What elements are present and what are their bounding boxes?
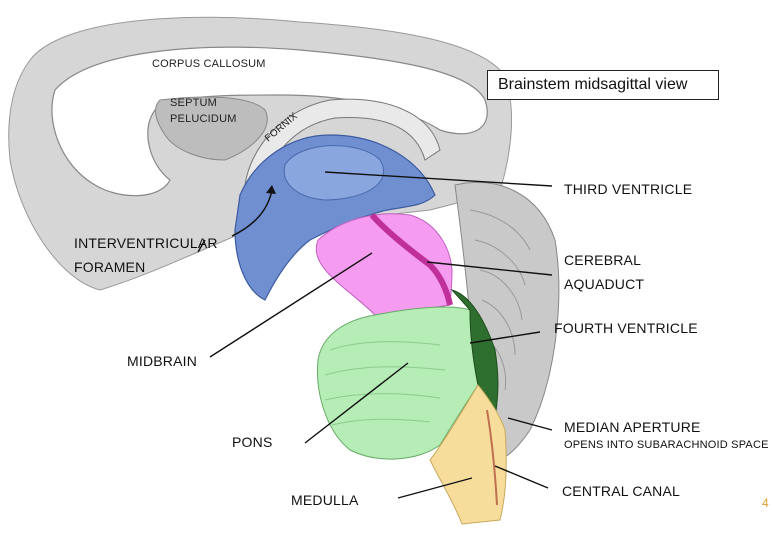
- label-corpus-callosum: CORPUS CALLOSUM: [152, 58, 266, 70]
- label-median-aperture: MEDIAN APERTURE: [564, 419, 701, 435]
- label-pons: PONS: [232, 434, 273, 450]
- medulla-shape: [429, 384, 507, 525]
- septum-pellucidum-shape: [154, 96, 268, 161]
- diagram-title: Brainstem midsagittal view: [487, 70, 719, 100]
- label-cerebral-aquaduct-line1: CEREBRAL: [564, 252, 642, 268]
- label-septum-line2: PELUCIDUM: [170, 113, 237, 125]
- corner-mark: 4: [762, 496, 769, 510]
- leader-lines: [197, 171, 553, 499]
- label-midbrain: MIDBRAIN: [127, 353, 198, 369]
- label-interventricular-line1: INTERVENTRICULAR: [74, 235, 218, 251]
- label-septum-line1: SEPTUM: [170, 97, 218, 109]
- central-canal-shape: [486, 409, 498, 506]
- label-third-ventricle: THIRD VENTRICLE: [564, 181, 693, 197]
- label-medulla: MEDULLA: [291, 492, 359, 508]
- label-central-canal: CENTRAL CANAL: [562, 483, 680, 499]
- label-interventricular-line2: FORAMEN: [74, 259, 146, 275]
- label-fourth-ventricle: FOURTH VENTRICLE: [554, 320, 698, 336]
- pons-fibers: [324, 341, 446, 426]
- aqueduct-shape: [369, 213, 453, 306]
- label-median-aperture-note: OPENS INTO SUBARACHNOID SPACE: [564, 439, 769, 451]
- interventricular-arrow: [231, 189, 273, 237]
- label-cerebral-aquaduct-line2: AQUADUCT: [564, 276, 645, 292]
- fornix-shape: [244, 98, 441, 191]
